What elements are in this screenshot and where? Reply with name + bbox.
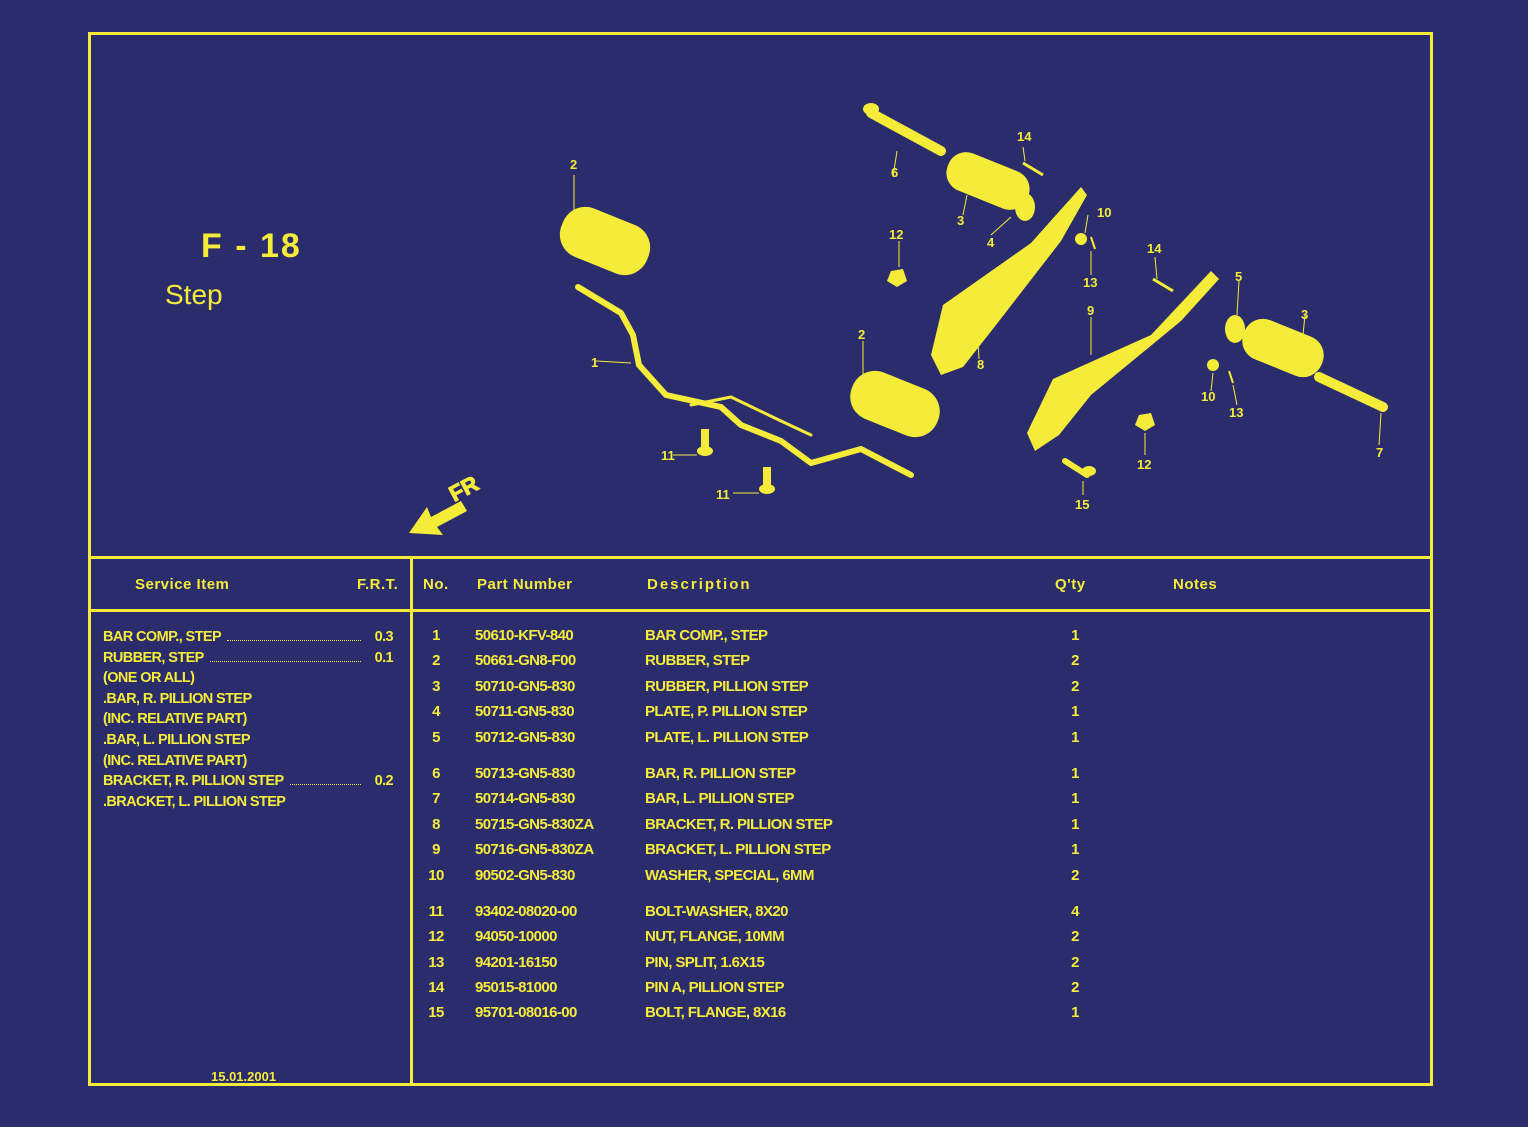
service-item: (INC. RELATIVE PART) bbox=[103, 711, 247, 728]
pillion-bar-left bbox=[1314, 372, 1388, 412]
callout-3-upper: 3 bbox=[957, 213, 964, 228]
callout-14-upper: 14 bbox=[1017, 129, 1032, 144]
header-frt: F.R.T. bbox=[357, 576, 399, 593]
diagram-drawing: FR bbox=[409, 103, 1388, 535]
pillion-bar-right bbox=[863, 103, 946, 156]
exploded-diagram: F - 18 Step FR bbox=[91, 35, 1430, 556]
bolt-washer-lower bbox=[759, 467, 775, 494]
callout-10-upper: 10 bbox=[1097, 205, 1111, 220]
header-notes: Notes bbox=[1173, 576, 1218, 593]
header-no: No. bbox=[423, 576, 449, 593]
pillion-rubber-left bbox=[1242, 318, 1324, 378]
callout-9: 9 bbox=[1087, 303, 1094, 318]
callout-13-upper: 13 bbox=[1083, 275, 1097, 290]
callout-12-lower: 12 bbox=[1137, 457, 1151, 472]
callout-12-upper: 12 bbox=[889, 227, 903, 242]
front-direction-arrow: FR bbox=[409, 470, 483, 535]
revision-date: 15.01.2001 bbox=[211, 1069, 277, 1084]
flange-bolt bbox=[1062, 458, 1096, 478]
callout-2-lower: 2 bbox=[858, 327, 865, 342]
header-description: Description bbox=[647, 576, 752, 593]
service-item: .BAR, R. PILLION STEP bbox=[103, 690, 252, 707]
step-rubber-right bbox=[850, 370, 940, 438]
pillion-plate bbox=[1015, 193, 1035, 221]
pin-a-lower bbox=[1152, 277, 1174, 293]
column-divider bbox=[410, 556, 413, 1086]
figure-title: Step bbox=[165, 279, 223, 310]
bolt-washer-upper bbox=[697, 429, 713, 456]
step-bar bbox=[575, 284, 914, 478]
header-part-number: Part Number bbox=[477, 576, 573, 593]
callout-14-lower: 14 bbox=[1147, 241, 1162, 256]
callout-7: 7 bbox=[1376, 445, 1383, 460]
front-direction-label: FR bbox=[445, 471, 483, 507]
parts-sheet-frame: F - 18 Step FR bbox=[88, 32, 1433, 1086]
callout-5: 5 bbox=[1235, 269, 1242, 284]
pillion-rubber-right bbox=[946, 152, 1030, 210]
callout-1: 1 bbox=[591, 355, 598, 370]
service-item: .BAR, L. PILLION STEP bbox=[103, 731, 251, 748]
callout-11-upper: 11 bbox=[661, 448, 675, 463]
callout-15: 15 bbox=[1075, 497, 1089, 512]
callout-8: 8 bbox=[977, 357, 984, 372]
flange-nut-lower bbox=[1135, 413, 1155, 431]
service-item: (INC. RELATIVE PART) bbox=[103, 752, 247, 769]
pillion-plate-left bbox=[1225, 315, 1245, 343]
figure-code: F - 18 bbox=[201, 227, 302, 265]
callout-13-lower: 13 bbox=[1229, 405, 1243, 420]
callout-2-upper: 2 bbox=[570, 157, 577, 172]
callout-6: 6 bbox=[891, 165, 898, 180]
service-item: (ONE OR ALL) bbox=[103, 670, 195, 687]
washer-special-lower bbox=[1207, 359, 1219, 371]
callout-11-lower: 11 bbox=[716, 487, 730, 502]
header-qty: Q'ty bbox=[1055, 576, 1086, 593]
flange-nut-upper bbox=[887, 269, 907, 287]
diagram-divider bbox=[91, 556, 1430, 559]
header-service-item: Service Item bbox=[135, 576, 230, 593]
pillion-bracket-left bbox=[1027, 271, 1219, 451]
split-pin-lower bbox=[1228, 370, 1234, 384]
callout-3-lower: 3 bbox=[1301, 307, 1308, 322]
callout-4: 4 bbox=[987, 235, 995, 250]
pin-a-upper bbox=[1022, 161, 1044, 177]
service-item: .BRACKET, L. PILLION STEP bbox=[103, 793, 286, 810]
split-pin-upper bbox=[1090, 236, 1096, 250]
header-divider bbox=[91, 609, 1430, 612]
washer-special-upper bbox=[1075, 233, 1087, 245]
callout-10-lower: 10 bbox=[1201, 389, 1215, 404]
step-rubber-left bbox=[559, 206, 651, 276]
pillion-bracket-right bbox=[931, 187, 1087, 375]
